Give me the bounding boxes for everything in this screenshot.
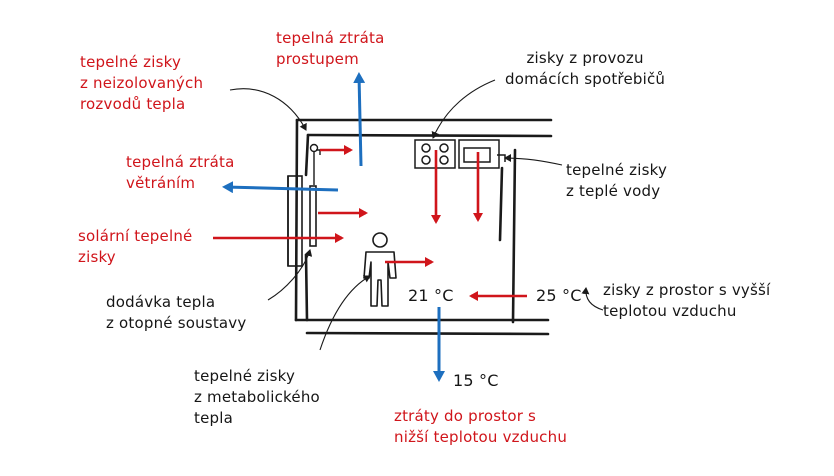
label-line: z metabolického	[194, 388, 320, 406]
heat-gain-arrows	[213, 145, 527, 301]
left-wall-inner	[304, 133, 310, 322]
label-line: tepelná ztráta	[276, 29, 385, 47]
label-line: teplotou vzduchu	[603, 302, 737, 320]
label-line: dodávka tepla	[106, 293, 216, 311]
temp-below: 15 °C	[453, 371, 499, 390]
leader-heating	[267, 249, 313, 301]
window	[287, 175, 317, 267]
label-line: prostupem	[276, 50, 359, 68]
leader-hot-water	[504, 154, 563, 166]
label-line: větráním	[126, 174, 196, 192]
label-ventilation-loss: tepelná ztráta větráním	[126, 152, 234, 194]
label-transmission-loss: tepelná ztráta prostupem	[276, 28, 384, 70]
appliances	[414, 139, 506, 169]
label-appliance-gain: zisky z provozu domácích spotřebičů	[505, 48, 665, 90]
heat-loss-arrows	[222, 72, 445, 382]
label-line: tepelné zisky	[194, 367, 296, 385]
label-cooler-room-loss: ztráty do prostor s nižší teplotou vzduc…	[394, 406, 567, 448]
label-line: rozvodů tepla	[80, 95, 186, 113]
label-hot-water-gain: tepelné zisky z teplé vody	[566, 160, 667, 202]
temp-neighbor: 25 °C	[536, 286, 582, 305]
leader-metabolic	[319, 275, 371, 351]
label-line: z neizolovaných	[80, 74, 204, 92]
label-line: tepla	[194, 409, 233, 427]
bottom-wall	[294, 318, 550, 336]
label-line: zisky	[78, 248, 116, 266]
label-line: tepelné zisky	[80, 53, 182, 71]
leader-lines	[229, 79, 604, 351]
label-metabolic-gain: tepelné zisky z metabolického tepla	[194, 366, 320, 429]
label-line: domácích spotřebičů	[505, 70, 666, 88]
temp-inside: 21 °C	[408, 286, 454, 305]
label-line: tepelné zisky	[566, 161, 668, 179]
leader-uninsulated	[229, 88, 307, 131]
label-line: z teplé vody	[566, 182, 661, 200]
label-line: nižší teplotou vzduchu	[394, 428, 568, 446]
label-line: ztráty do prostor s	[394, 407, 537, 425]
label-line: zisky z prostor s vyšší	[603, 281, 771, 299]
label-heating-supply: dodávka tepla z otopné soustavy	[106, 292, 246, 334]
label-solar-gain: solární tepelné zisky	[78, 226, 192, 268]
label-uninsulated-gain: tepelné zisky z neizolovaných rozvodů te…	[80, 52, 203, 115]
label-line: z otopné soustavy	[106, 314, 247, 332]
label-line: zisky z provozu	[526, 49, 644, 67]
room-walls	[294, 118, 553, 336]
radiator	[309, 143, 321, 185]
right-wall-outer	[511, 148, 517, 324]
label-line: tepelná ztráta	[126, 153, 235, 171]
top-wall	[295, 118, 553, 138]
leader-warmer-room	[581, 287, 604, 311]
leader-appliances	[431, 79, 496, 139]
human-figure	[363, 232, 397, 307]
right-wall-inner	[498, 166, 504, 242]
left-wall-outer	[294, 118, 299, 322]
label-warmer-room-gain: zisky z prostor s vyšší teplotou vzduchu	[603, 280, 770, 322]
label-line: solární tepelné	[78, 227, 193, 245]
